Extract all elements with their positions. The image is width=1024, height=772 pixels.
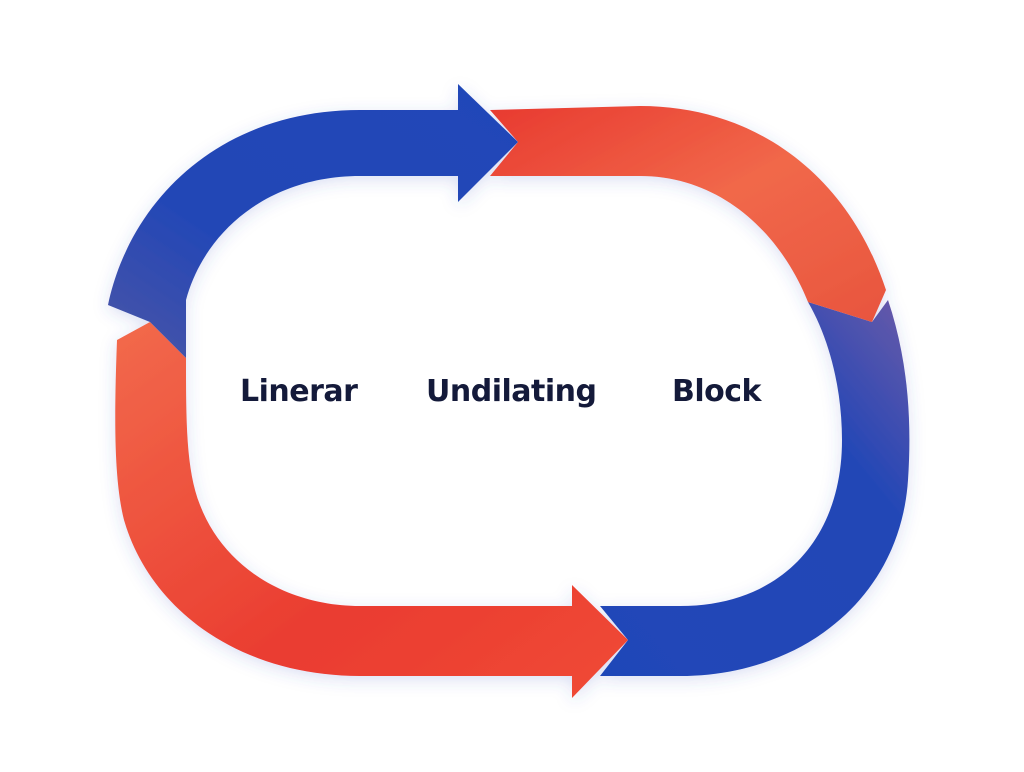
top-left-arc	[108, 84, 518, 358]
label-linerar: Linerar	[240, 374, 358, 409]
bottom-left-arc	[115, 322, 628, 698]
bottom-right-arc	[600, 300, 910, 676]
label-block: Block	[672, 374, 762, 409]
top-right-arc	[490, 106, 886, 322]
label-undilating: Undilating	[426, 374, 597, 409]
